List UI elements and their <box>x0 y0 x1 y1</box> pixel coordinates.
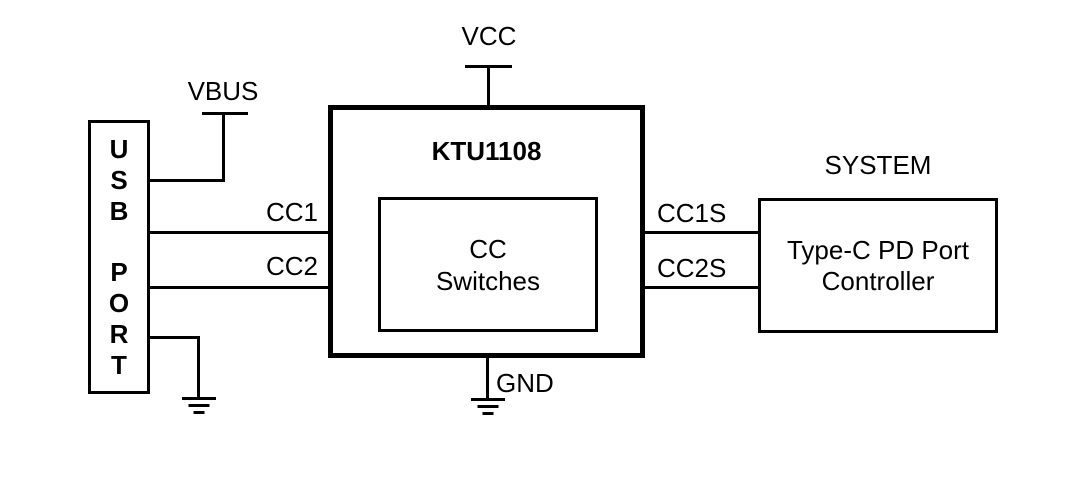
vbus-power-tap-bar <box>202 112 248 115</box>
cc2s-wire <box>597 286 759 289</box>
usb-port-letter: U <box>109 133 129 164</box>
vbus-wire-horizontal <box>150 179 225 182</box>
pd-port-controller-block: Type-C PD Port Controller <box>758 198 998 333</box>
usb-port-block: U S B P O R T <box>88 120 150 394</box>
ground-bar-small <box>193 411 205 414</box>
gnd-wire-vertical <box>486 356 489 398</box>
usb-port-letter: T <box>111 349 127 380</box>
usb-port-letter: S <box>110 164 128 195</box>
cc-switches-block: CC Switches <box>378 197 598 332</box>
usb-port-letter: O <box>108 287 130 318</box>
cc2-wire <box>150 286 379 289</box>
cc-switches-label-line1: CC <box>469 233 507 264</box>
cc2s-label: CC2S <box>657 253 727 283</box>
system-label: SYSTEM <box>824 150 932 180</box>
usb-ground-symbol <box>181 397 217 414</box>
usb-ground-wire-vertical <box>197 336 200 398</box>
ground-bar-medium <box>188 404 210 407</box>
usb-port-letter: R <box>109 318 129 349</box>
cc1s-wire <box>597 231 759 234</box>
cc1-label: CC1 <box>265 197 318 227</box>
chip-name-label: KTU1108 <box>431 136 542 166</box>
usb-ground-wire-horizontal <box>150 336 200 339</box>
gnd-label: GND <box>496 368 554 398</box>
pd-controller-label-line1: Type-C PD Port <box>786 234 970 265</box>
ground-bar-large <box>182 397 216 400</box>
usb-port-letter: P <box>110 256 128 287</box>
cc1s-label: CC1S <box>657 198 727 228</box>
ground-bar-small <box>482 412 494 415</box>
cc-switches-label-line2: Switches <box>435 265 541 296</box>
ground-bar-medium <box>477 405 499 408</box>
vcc-wire-vertical <box>487 66 490 108</box>
cc1-wire <box>150 231 379 234</box>
vcc-label: VCC <box>461 21 517 51</box>
chip-ground-symbol <box>470 398 506 415</box>
cc2-label: CC2 <box>265 251 318 281</box>
usb-port-letter: B <box>109 195 129 226</box>
pd-controller-label-line2: Controller <box>821 265 935 296</box>
vbus-label: VBUS <box>187 76 259 106</box>
vbus-wire-vertical <box>222 113 225 182</box>
ground-bar-large <box>471 398 505 401</box>
